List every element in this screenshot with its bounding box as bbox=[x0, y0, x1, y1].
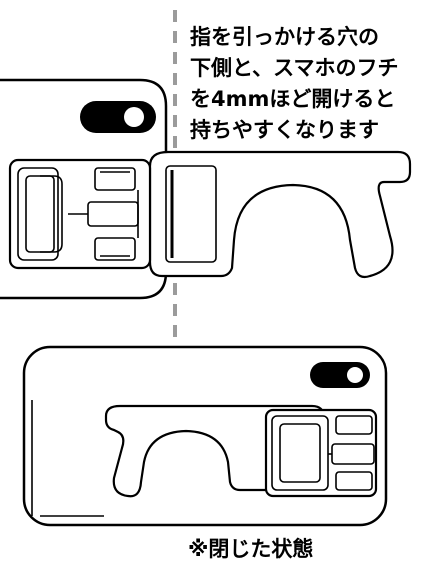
note-line-4: 持ちやすくなります bbox=[190, 118, 379, 142]
closed-state-illustration bbox=[22, 345, 388, 527]
note-line-1: 指を引っかける穴の bbox=[190, 25, 379, 49]
camera-pill-open bbox=[80, 101, 156, 133]
note-line-3: を4mmほど開けると bbox=[190, 87, 395, 111]
caption-closed-state: ※閉じた状態 bbox=[188, 537, 313, 561]
hook-slot-open bbox=[165, 165, 217, 263]
clip-mechanism-open bbox=[8, 158, 152, 270]
annotation-note: 指を引っかける穴の 下側と、スマホのフチ を4mmほど開けると 持ちやすくなりま… bbox=[190, 25, 399, 142]
camera-lens-icon bbox=[124, 107, 144, 127]
note-line-2: 下側と、スマホのフチ bbox=[190, 56, 399, 80]
hook-plate-open bbox=[148, 150, 412, 279]
camera-lens-closed-icon bbox=[347, 367, 363, 383]
clip-mechanism-closed bbox=[264, 408, 378, 498]
open-state-illustration bbox=[0, 78, 412, 300]
